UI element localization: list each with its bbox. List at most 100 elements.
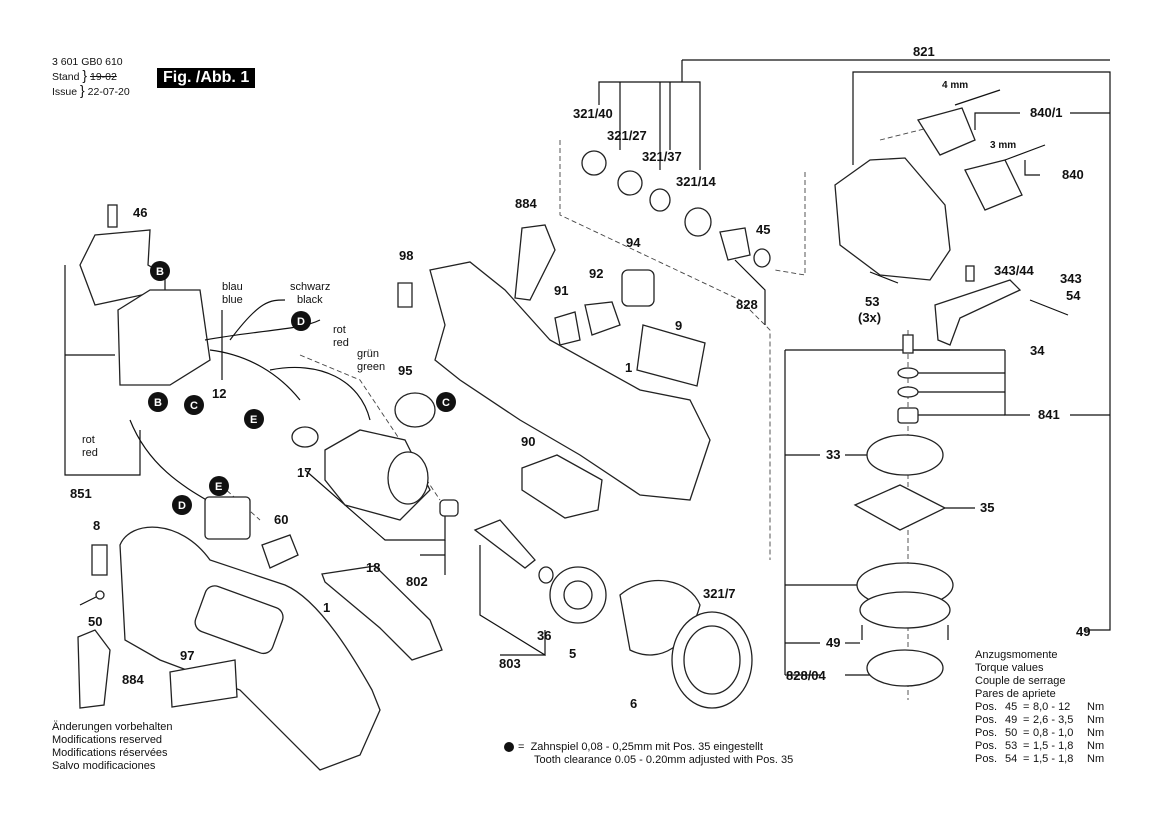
spindle xyxy=(473,519,536,569)
label-5: 5 xyxy=(569,646,576,661)
label-321-7: 321/7 xyxy=(703,586,736,601)
label-8 xyxy=(91,544,108,576)
label-3mm: 3 mm xyxy=(990,140,1016,151)
torque-val: 1,5 - 1,8 xyxy=(1033,753,1074,765)
torque-num: 45 xyxy=(1005,701,1018,713)
torque-eq: = xyxy=(1023,701,1030,713)
label-35: 35 xyxy=(980,500,994,515)
torque-eq: = xyxy=(1023,727,1030,739)
label-321-40: 321/40 xyxy=(573,106,613,121)
label-802: 802 xyxy=(406,574,428,589)
label-12: 12 xyxy=(212,386,226,401)
svg-text:B: B xyxy=(156,266,164,278)
screw-53 xyxy=(869,271,899,284)
part-shapes xyxy=(77,89,1069,771)
electronics-module xyxy=(117,289,211,386)
stand-line: Stand } 19-02 xyxy=(52,67,117,83)
svg-text:rot: rot xyxy=(82,434,95,446)
torque-unit: Nm xyxy=(1087,753,1105,765)
label-851: 851 xyxy=(70,486,92,501)
torque-row: Pos. 54 =1,5 - 1,8 Nm xyxy=(975,753,1107,766)
part-92 xyxy=(584,301,621,336)
coupling xyxy=(439,499,459,517)
torque-pos: Pos. xyxy=(975,753,998,765)
torque-val: 2,6 - 3,5 xyxy=(1033,714,1074,726)
label-343: 343 xyxy=(1060,271,1082,286)
label-840-1: 840/1 xyxy=(1030,105,1063,120)
torque-pos: Pos. xyxy=(975,727,998,739)
torque-pos: Pos. xyxy=(975,740,998,752)
svg-text:blue: blue xyxy=(222,294,243,306)
label-33: 33 xyxy=(826,447,840,462)
label-8: 8 xyxy=(93,518,100,533)
label-9: 9 xyxy=(675,318,682,333)
label-98 xyxy=(397,282,413,308)
o-ring-828-04 xyxy=(866,649,944,687)
gear-head-housing xyxy=(834,157,951,281)
label-54: 54 xyxy=(1066,288,1081,303)
label-821: 821 xyxy=(913,44,935,59)
svg-text:schwarz: schwarz xyxy=(290,281,330,293)
torque-pos: Pos. xyxy=(975,701,998,713)
part-90 xyxy=(521,454,603,519)
label-49-left: 49 xyxy=(826,635,840,650)
svg-text:red: red xyxy=(333,337,349,349)
bearing-ring-27 xyxy=(617,170,643,196)
label-60: 60 xyxy=(274,512,288,527)
label-94: 94 xyxy=(626,235,641,250)
label-803: 803 xyxy=(499,656,521,671)
pin-34 xyxy=(902,334,914,354)
label-53: 53 xyxy=(865,294,879,309)
label-92: 92 xyxy=(589,266,603,281)
flange-35 xyxy=(853,484,947,531)
svg-text:D: D xyxy=(178,500,186,512)
label-49-right: 49 xyxy=(1076,624,1090,639)
label-91: 91 xyxy=(554,283,568,298)
housing-half-right xyxy=(429,261,711,501)
torque-row: Pos. 45 =8,0 - 12 Nm xyxy=(975,701,1107,714)
retaining-ring xyxy=(581,150,607,176)
wire-bundle xyxy=(209,349,301,401)
torque-unit: Nm xyxy=(1087,701,1105,713)
torque-pos: Pos. xyxy=(975,714,998,726)
torque-unit: Nm xyxy=(1087,714,1105,726)
torque-num: 54 xyxy=(1005,753,1018,765)
part-91 xyxy=(554,311,581,346)
svg-text:D: D xyxy=(297,316,305,328)
wire-black xyxy=(229,299,286,341)
label-97: 97 xyxy=(180,648,194,663)
label-36: 36 xyxy=(537,628,551,643)
torque-val: 8,0 - 12 xyxy=(1033,701,1071,713)
label-95: 95 xyxy=(398,363,412,378)
pinion xyxy=(719,227,751,261)
svg-text:black: black xyxy=(297,294,323,306)
label-4mm: 4 mm xyxy=(942,80,968,91)
svg-text:E: E xyxy=(250,414,257,426)
part-labels: 821 321/40 321/27 321/37 321/14 4 mm 840… xyxy=(70,44,1090,711)
document-header: 3 601 GB0 610 Stand } 19-02 Issue } 22-0… xyxy=(52,56,130,99)
label-321-14: 321/14 xyxy=(676,174,717,189)
torque-eq: = xyxy=(1023,753,1030,765)
label-343-44: 343/44 xyxy=(994,263,1035,278)
wire-labels: blau blue schwarz black rot red grün gre… xyxy=(82,281,385,459)
label-46: 46 xyxy=(133,205,147,220)
svg-text:blau: blau xyxy=(222,281,243,293)
grille-884-lower xyxy=(77,629,111,709)
torque-eq: = xyxy=(1023,714,1030,726)
label-884-lower: 884 xyxy=(122,672,144,687)
label-17: 17 xyxy=(297,465,311,480)
torque-val: 0,8 - 1,0 xyxy=(1033,727,1074,739)
svg-text:E: E xyxy=(215,481,222,493)
torque-unit: Nm xyxy=(1087,727,1105,739)
label-321-27: 321/27 xyxy=(607,128,647,143)
label-97 xyxy=(169,659,238,708)
switch-block xyxy=(204,496,251,540)
tooth-clearance-note: = Zahnspiel 0,08 - 0,25mm mit Pos. 35 ei… xyxy=(518,741,794,766)
issue-date: 22-07-20 xyxy=(87,86,130,98)
svg-text:C: C xyxy=(442,397,450,409)
button-840-1 xyxy=(916,107,976,156)
label-18: 18 xyxy=(366,560,380,575)
